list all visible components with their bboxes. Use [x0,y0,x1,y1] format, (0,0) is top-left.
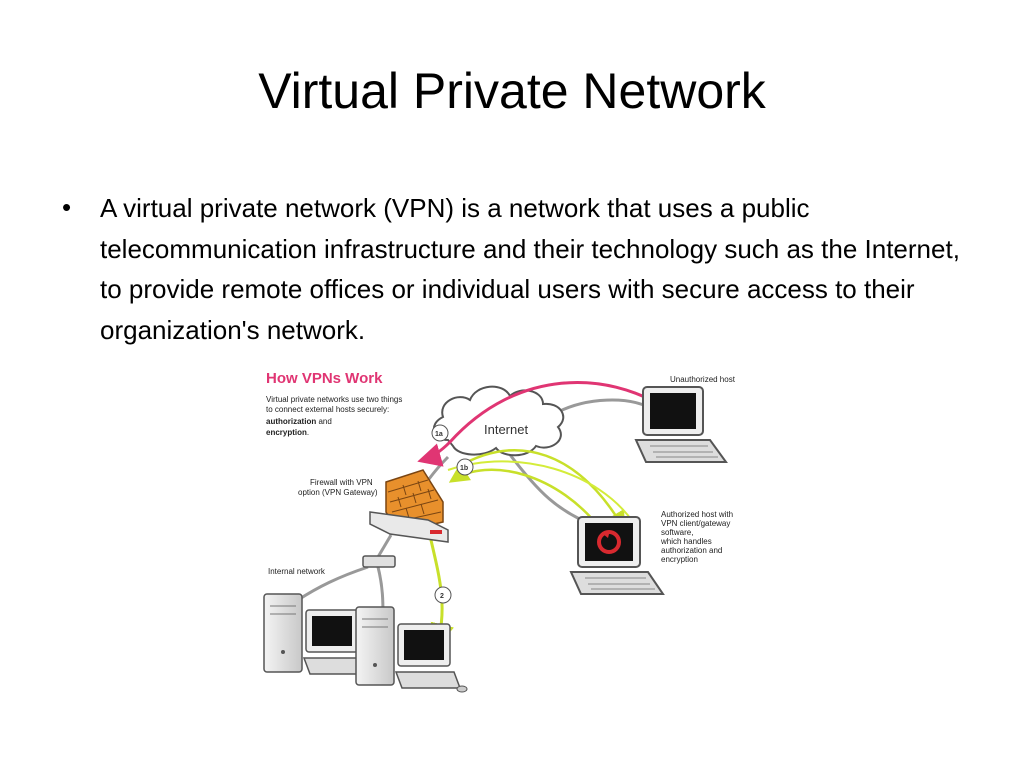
internet-label: Internet [484,422,528,437]
diagram-intro-line2: to connect external hosts securely: [266,405,389,414]
vpn-gateway-router-icon [369,511,449,543]
authorized-laptop-icon [569,516,665,595]
unauthorized-host-label: Unauthorized host [670,375,736,384]
internet-cloud-icon [433,385,565,457]
network-switch-icon [362,555,396,568]
step-2-label: 2 [440,593,444,600]
step-1b-marker: 1b [456,458,474,476]
authorized-label-line6: encryption [661,555,698,564]
step-2-marker: 2 [434,586,452,604]
diagram-intro-line4: encryption. [266,428,309,437]
vpn-diagram-svg: How VPNs Work Virtual private networks u… [263,370,736,693]
bullet-text: A virtual private network (VPN) is a net… [100,193,960,345]
unauthorized-arrow [417,381,664,467]
desktop-computer-2-icon [355,606,468,693]
cable-internet-unauthorized [557,398,649,414]
diagram-heading: How VPNs Work [266,370,383,387]
authorized-label-line4: which handles [660,537,712,546]
slide-title: Virtual Private Network [258,63,766,119]
step-1a-marker: 1a [431,424,449,442]
step-1b-label: 1b [460,465,468,472]
diagram-intro-line3: authorization and [266,417,332,426]
authorized-arrow-1 [457,449,626,532]
authorized-arrow-2 [447,460,634,523]
desktop-computer-1-icon [263,593,370,675]
firewall-label-line1: Firewall with VPN [310,478,373,487]
intro-authorization: authorization [266,417,316,426]
authorized-label-line2: VPN client/gateway [661,519,730,528]
cable-firewall-switch [376,534,393,558]
authorized-label-line3: software, [661,528,693,537]
step-1a-label: 1a [435,431,443,438]
authorized-label-line1: Authorized host with [661,510,733,519]
intro-and: and [316,417,332,426]
intro-encryption: encryption [266,428,307,437]
bullet-marker: • [62,192,72,222]
unauthorized-laptop-icon [634,386,728,463]
vpn-diagram: How VPNs Work Virtual private networks u… [258,362,770,712]
cable-switch-tower1 [297,565,369,602]
authorized-label-line5: authorization and [661,546,722,555]
intro-period: . [307,428,309,437]
firewall-label-line2: option (VPN Gateway) [298,488,378,497]
diagram-intro-line1: Virtual private networks use two things [266,395,402,404]
internal-network-label: Internal network [268,567,326,576]
bullet-item: • A virtual private network (VPN) is a n… [62,188,972,350]
